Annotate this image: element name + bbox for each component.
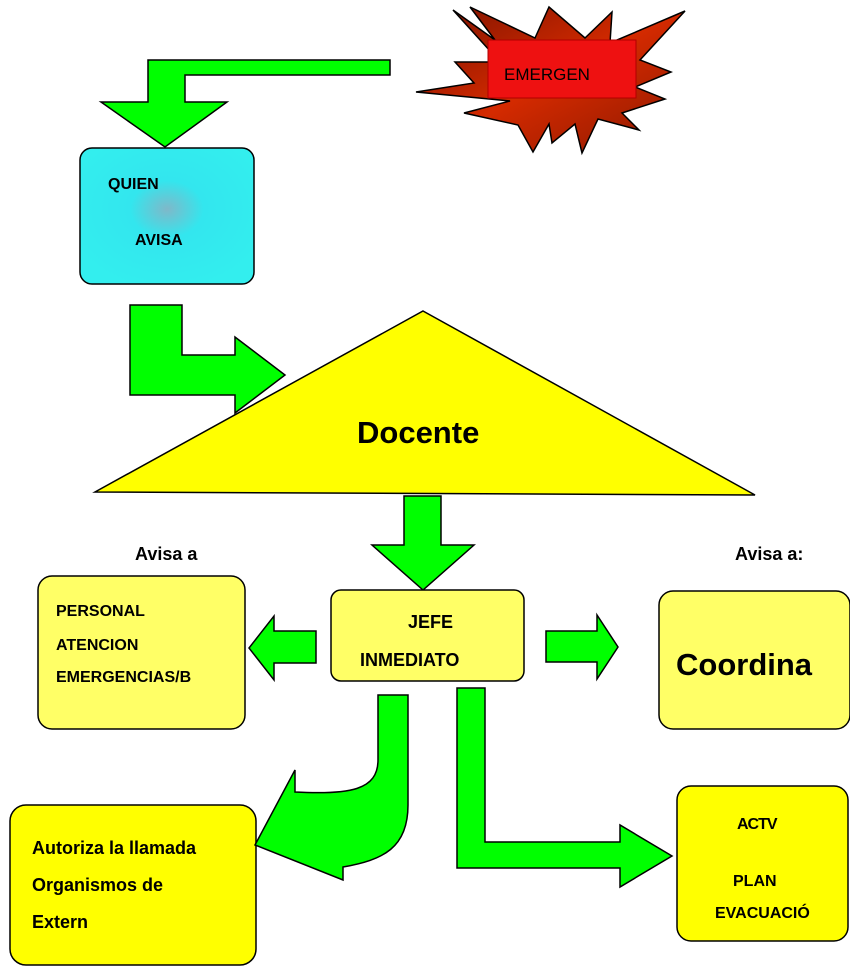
personal-line3: EMERGENCIAS/B [56,669,192,686]
coordina-box [658,590,850,730]
emergency-label: EMERGEN [504,65,590,84]
autoriza-line3: Extern [32,912,89,932]
activa-line2: PLAN [733,873,777,890]
personal-line1: PERSONAL [56,603,145,620]
arrow-jefe-to-activa-plan [456,687,674,889]
personal-atencion-box [37,575,246,730]
arrow-emergency-to-quien [98,59,391,148]
arrow-quien-to-docente [129,304,287,415]
arrow-docente-to-jefe [370,495,476,592]
activa-line1: ACTV [737,816,778,833]
avisa-label: AVISA [135,232,183,249]
docente-label: Docente [357,415,480,450]
jefe-line2: INMEDIATO [360,650,460,670]
quien-avisa-box [79,147,255,285]
personal-line2: ATENCION [56,637,139,654]
quien-label: QUIEN [108,176,159,193]
avisa-a-right-label: Avisa a: [735,544,804,564]
docente-triangle [92,310,756,496]
activa-plan-box [676,785,849,942]
emergency-box [487,39,637,99]
autoriza-line2: Organismos de [32,875,164,895]
arrow-jefe-to-coordina [545,612,619,682]
activa-line3: EVACUACIÓ [715,905,810,922]
arrow-jefe-to-autoriza [253,694,409,882]
avisa-a-left-label: Avisa a [135,544,198,564]
autoriza-box [9,804,257,966]
arrow-jefe-to-personal [248,613,317,683]
autoriza-line1: Autoriza la llamada [32,838,197,858]
jefe-inmediato-box [330,589,525,682]
jefe-line1: JEFE [408,612,454,632]
coordina-label: Coordina [676,647,813,682]
